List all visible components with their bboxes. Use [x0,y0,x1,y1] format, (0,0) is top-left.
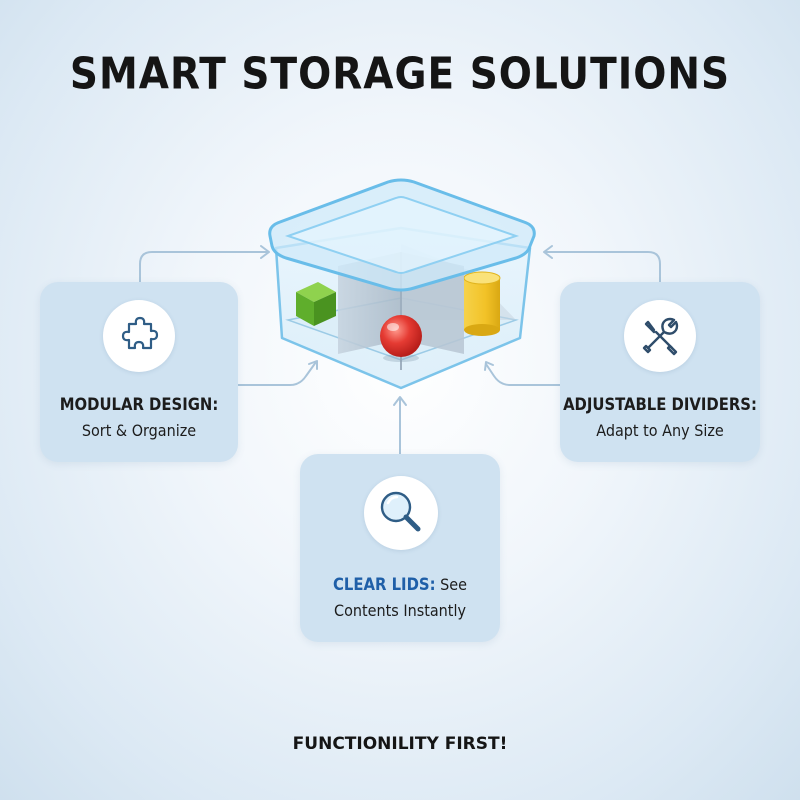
connector-top-right-arrow [543,245,553,259]
clear-lids-text: Contents Instantly [334,601,466,620]
connector-right-lower-arrow [484,361,494,371]
modular-design-text: Sort & Organize [81,421,197,440]
connector-top-left-arrow [260,245,270,259]
modular-design-heading: MODULAR DESIGN: [59,395,219,414]
page-title: SMART STORAGE SOLUTIONS [69,49,731,100]
connector-right-lower [485,363,561,386]
adjustable-dividers-heading: ADJUSTABLE DIVIDERS: [563,395,757,414]
magnifying-glass-icon [364,476,438,550]
wrench-screwdriver-icon [624,300,696,372]
card-modular-design: MODULAR DESIGN: Sort & Organize [40,282,238,462]
puzzle-piece-icon [103,300,175,372]
connector-left-lower-arrow [308,360,318,370]
connector-top-left [139,251,269,283]
red-ball [380,315,422,362]
clear-lids-heading: CLEAR LIDS: [333,575,436,594]
card-adjustable-dividers: ADJUSTABLE DIVIDERS: Adapt to Any Size [560,282,760,462]
card-clear-lids: CLEAR LIDS: See Contents Instantly [300,454,500,642]
connector-left-lower [237,361,317,386]
adjustable-dividers-text: Adapt to Any Size [596,421,724,440]
clear-lids-text-after: See [435,575,467,594]
storage-container-illustration [258,170,544,400]
yellow-cylinder [463,271,501,336]
green-cube [296,282,336,326]
connector-bottom-arrow [393,396,407,406]
footer-tagline: FUNCTIONILITY FIRST! [292,734,508,754]
connector-top-right [544,251,661,283]
